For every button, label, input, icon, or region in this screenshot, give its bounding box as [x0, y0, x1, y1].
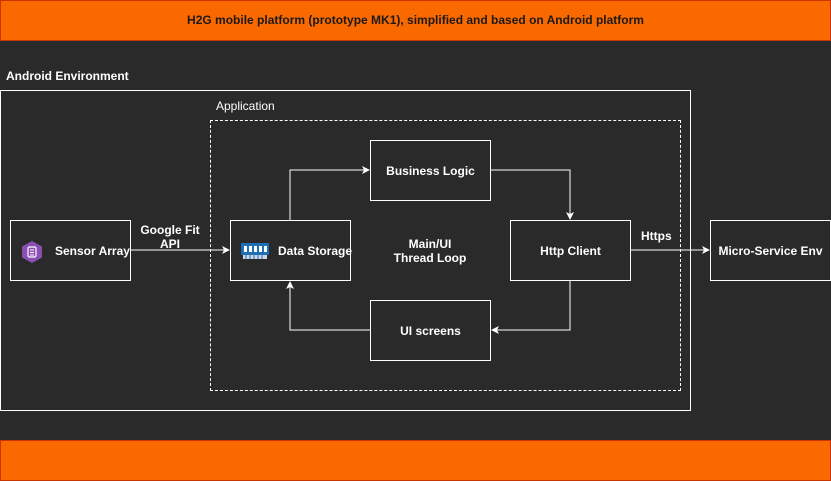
ui-screens-node[interactable]: UI screens [370, 300, 491, 361]
edge-http-to-ui [491, 281, 571, 334]
application-label: Application [216, 99, 275, 113]
https-label: Https [641, 229, 672, 243]
edge-ui-to-storage [286, 281, 370, 331]
http-client-node[interactable]: Http Client [510, 220, 631, 281]
center-label-line1: Main/UI [408, 237, 452, 251]
sensor-array-node[interactable]: Sensor Array [10, 220, 131, 281]
sensor-chip-icon [22, 241, 42, 263]
application-container [210, 120, 681, 391]
google-fit-line2: API [159, 237, 180, 251]
edge-storage-to-business [289, 166, 370, 220]
data-storage-label: Data Storage [278, 243, 353, 258]
edge-business-to-http [491, 169, 574, 220]
business-logic-node[interactable]: Business Logic [370, 140, 491, 201]
micro-service-env-label: Micro-Service Env [718, 243, 823, 258]
sensor-array-label: Sensor Array [55, 243, 130, 258]
header-banner: H2G mobile platform (prototype MK1), sim… [0, 0, 831, 41]
google-fit-line1: Google Fit [140, 223, 200, 237]
center-label-line2: Thread Loop [393, 251, 467, 265]
business-logic-label: Business Logic [386, 163, 475, 178]
page-title: H2G mobile platform (prototype MK1), sim… [187, 13, 644, 27]
footer-banner [0, 440, 831, 481]
android-environment-label: Android Environment [6, 69, 129, 83]
ui-screens-label: UI screens [400, 323, 461, 338]
google-fit-api-label: Google Fit API [135, 223, 205, 251]
http-client-label: Http Client [540, 243, 601, 258]
data-storage-node[interactable]: Data Storage [230, 220, 353, 281]
memory-chip-icon [241, 243, 269, 259]
main-ui-thread-loop-label: Main/UI Thread Loop [370, 237, 490, 265]
